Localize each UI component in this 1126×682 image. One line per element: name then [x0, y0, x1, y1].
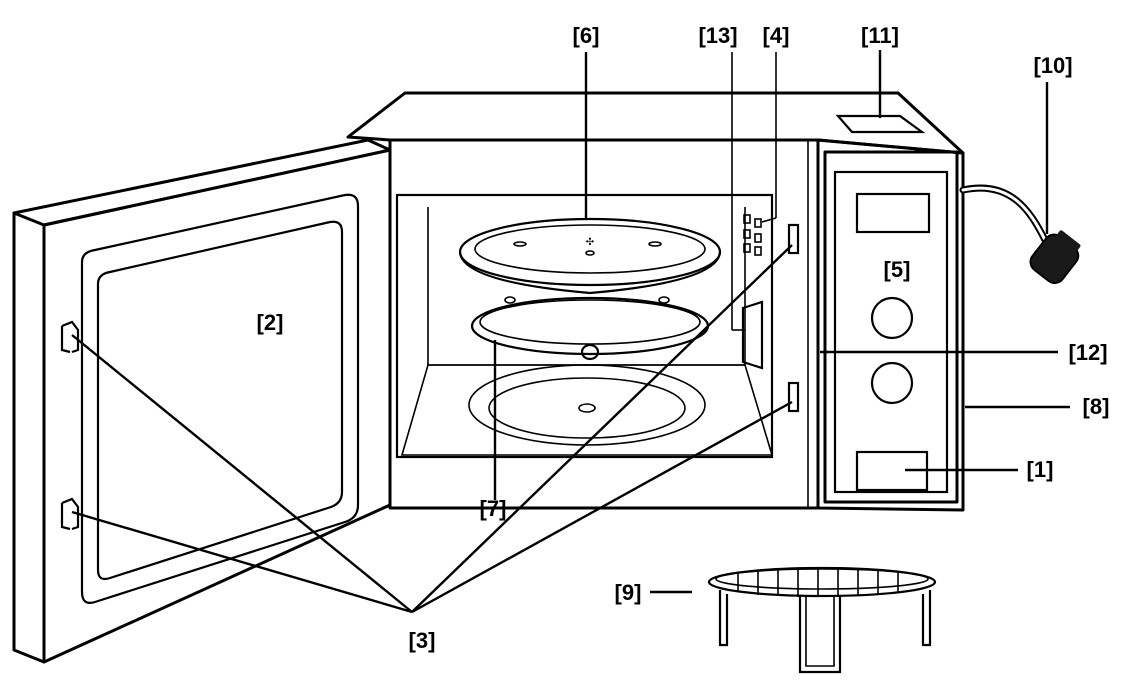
- label-4: [4]: [763, 23, 790, 48]
- door-hook-lower: [60, 497, 80, 531]
- svg-text:✣: ✣: [586, 237, 594, 248]
- control-panel: [816, 138, 965, 512]
- label-11: [11]: [861, 23, 899, 48]
- label-13: [13]: [698, 23, 737, 48]
- grill-rack: [707, 566, 937, 674]
- label-6: [6]: [573, 23, 600, 48]
- label-10: [10]: [1033, 53, 1072, 78]
- latch-receiver-holes: [743, 214, 762, 256]
- label-1: [1]: [1027, 457, 1054, 482]
- label-3: [3]: [409, 628, 436, 653]
- oven-door: [12, 138, 392, 664]
- door-hook-upper: [60, 320, 80, 354]
- label-9: [9]: [615, 580, 642, 605]
- latch-slot-lower: [787, 381, 800, 413]
- label-8: [8]: [1083, 394, 1110, 419]
- label-2: [2]: [257, 310, 284, 335]
- plug-icon: [1029, 233, 1080, 284]
- power-cord: [959, 184, 1081, 284]
- label-7: [7]: [480, 496, 507, 521]
- leader-lines: [71, 50, 1070, 614]
- waveguide-cover: [741, 300, 764, 370]
- label-5: [5]: [884, 257, 911, 282]
- power-knob[interactable]: [870, 361, 914, 405]
- latch-slot-upper: [787, 223, 800, 255]
- roller-ring: [470, 296, 710, 361]
- turntable-plate: ✣: [458, 217, 722, 295]
- vent-grille: [835, 114, 926, 134]
- oven-cavity: [395, 193, 774, 459]
- oven-body: [346, 91, 965, 510]
- door-window: [96, 220, 344, 581]
- label-12: [12]: [1068, 340, 1107, 365]
- display-window: [855, 192, 931, 234]
- timer-knob[interactable]: [870, 296, 914, 340]
